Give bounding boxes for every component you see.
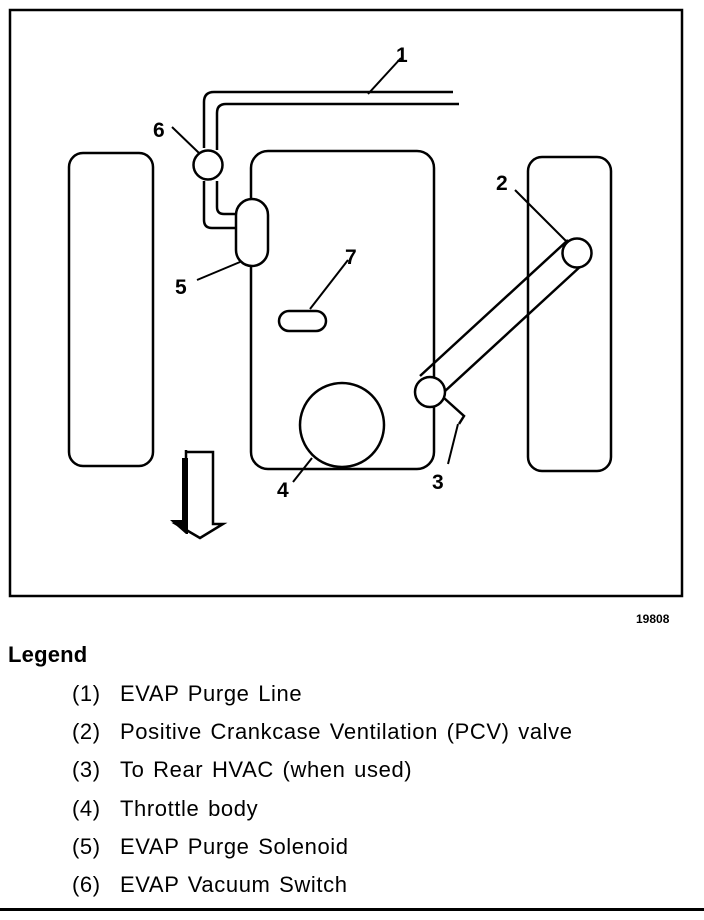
engine-vacuum-diagram: 1 2 3 4 5 6 7 19808 (8, 8, 684, 626)
figure-id: 19808 (636, 612, 670, 626)
legend-item-1: (1) EVAP Purge Line (72, 678, 573, 716)
legend-num: (5) (72, 833, 101, 859)
evap-vacuum-switch (192, 149, 224, 181)
bottom-rule (0, 908, 704, 911)
pcv-valve (561, 237, 593, 269)
left-cylinder-bank (67, 151, 155, 468)
port-7-oval (277, 309, 328, 333)
intake-manifold (249, 149, 436, 471)
callout-4: 4 (277, 479, 289, 502)
callout-2: 2 (496, 172, 508, 195)
legend-item-5: (5) EVAP Purge Solenoid (72, 831, 573, 869)
right-cylinder-bank (526, 155, 613, 473)
legend-title: Legend (8, 642, 88, 667)
legend-item-4: (4) Throttle body (72, 793, 573, 831)
leader-line-7 (309, 259, 349, 310)
evap-purge-line-inner (215, 102, 459, 150)
callout-1: 1 (396, 44, 408, 67)
rear-hvac-line (443, 397, 466, 425)
throttle-body (298, 381, 386, 469)
leader-line-4 (292, 457, 313, 483)
leader-line-3 (447, 423, 459, 465)
callout-6: 6 (153, 119, 165, 142)
legend-text: EVAP Purge Solenoid (120, 833, 349, 859)
switch-to-solenoid-hose (202, 181, 236, 230)
legend-item-3: (3) To Rear HVAC (when used) (72, 754, 573, 792)
legend-text: EVAP Purge Line (120, 681, 303, 706)
callout-3: 3 (432, 471, 444, 494)
legend-num: (2) (72, 719, 101, 745)
evap-purge-solenoid (234, 197, 270, 268)
legend-text: EVAP Vacuum Switch (120, 871, 348, 897)
pcv-fitting (413, 375, 447, 409)
legend-num: (4) (72, 795, 101, 821)
legend-num: (6) (72, 871, 101, 897)
diagram-frame (8, 8, 684, 598)
legend-list: (1) EVAP Purge Line (2) Positive Crankcase… (72, 678, 573, 907)
leader-line-5 (196, 261, 241, 281)
legend-text: Throttle body (120, 795, 259, 821)
leader-line-6 (171, 126, 200, 154)
legend-item-6: (6) EVAP Vacuum Switch (72, 869, 573, 907)
callout-5: 5 (175, 276, 187, 299)
legend-num: (3) (72, 757, 101, 783)
legend-text: To Rear HVAC (when used) (120, 757, 413, 783)
legend-num: (1) (72, 681, 101, 706)
leader-line-2 (514, 189, 569, 244)
callout-7: 7 (345, 246, 357, 269)
legend-text: Positive Crankcase Ventilation (PCV) val… (120, 719, 573, 745)
leader-lines (171, 57, 569, 483)
leader-line-1 (367, 57, 402, 95)
evap-purge-line (202, 90, 453, 148)
front-direction-arrow-shade (170, 458, 188, 534)
pcv-hose (419, 239, 583, 393)
switch-to-solenoid-hose-inner (215, 181, 238, 216)
legend-item-2: (2) Positive Crankcase Ventilation (PCV) … (72, 716, 573, 754)
